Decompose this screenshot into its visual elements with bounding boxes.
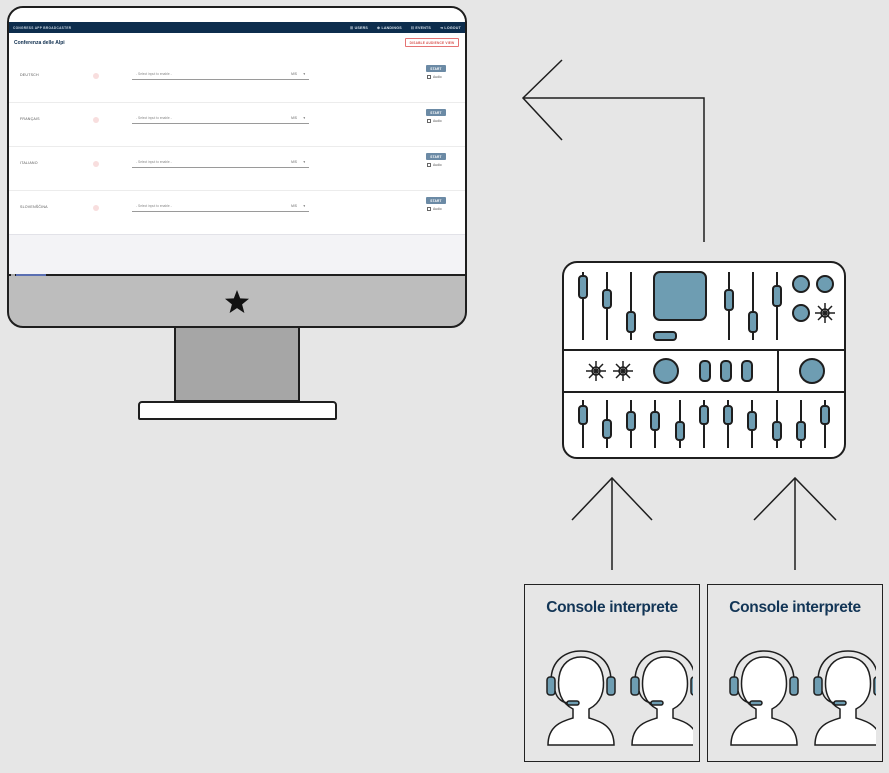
select-placeholder: - Select input to enable -	[136, 204, 172, 208]
select-value: M/S	[291, 116, 297, 120]
select-value: M/S	[291, 160, 297, 164]
monitor-screen: CONGRESS APP BROADCASTER ☰ USERS ⊕ LANDI…	[9, 8, 465, 276]
monitor-base	[138, 401, 337, 420]
status-dot	[93, 73, 99, 79]
chevron-down-icon: ▾	[303, 72, 305, 76]
screen-link	[16, 274, 46, 276]
language-name: SLOVENŠČINA	[20, 205, 48, 209]
status-dot	[93, 161, 99, 167]
start-button[interactable]: START	[426, 153, 446, 160]
nav-users[interactable]: ☰ USERS	[350, 25, 369, 30]
app-nav: ☰ USERS ⊕ LANDINGS ☷ EVENTS ⇥ LOGOUT	[350, 26, 461, 30]
console-box: Console interprete	[707, 584, 883, 762]
console-box: Console interprete	[524, 584, 700, 762]
arrow-icon	[521, 59, 705, 242]
audio-checkbox[interactable]	[427, 119, 431, 123]
language-row: ITALIANO - Select input to enable - M/S …	[9, 146, 465, 191]
language-name: DEUTSCH	[20, 73, 39, 77]
console-title: Console interprete	[729, 599, 861, 616]
screen-footer	[9, 234, 465, 274]
chevron-down-icon: ▾	[303, 116, 305, 120]
monitor-neck	[174, 328, 300, 402]
start-button[interactable]: START	[426, 65, 446, 72]
language-name: ITALIANO	[20, 161, 38, 165]
select-placeholder: - Select input to enable -	[136, 160, 172, 164]
arrow-icon	[753, 476, 837, 570]
input-select[interactable]: - Select input to enable - M/S ▾	[132, 115, 309, 124]
input-select[interactable]: - Select input to enable - M/S ▾	[132, 203, 309, 212]
language-name: FRANÇAIS	[20, 117, 40, 121]
status-dot	[93, 117, 99, 123]
screen-link-marker	[11, 274, 15, 276]
headset-person-icon	[546, 650, 693, 746]
app-header: CONGRESS APP BROADCASTER ☰ USERS ⊕ LANDI…	[9, 22, 465, 33]
arrow-icon	[571, 476, 653, 570]
input-select[interactable]: - Select input to enable - M/S ▾	[132, 159, 309, 168]
audio-label: Audio	[433, 163, 442, 167]
start-button[interactable]: START	[426, 197, 446, 204]
conference-title: Conferenza delle Alpi	[14, 40, 65, 46]
audio-checkbox[interactable]	[427, 163, 431, 167]
start-button[interactable]: START	[426, 109, 446, 116]
select-placeholder: - Select input to enable -	[136, 72, 172, 76]
audio-checkbox[interactable]	[427, 207, 431, 211]
nav-events[interactable]: ☷ EVENTS	[410, 25, 432, 30]
nav-landings[interactable]: ⊕ LANDINGS	[377, 25, 402, 30]
select-placeholder: - Select input to enable -	[136, 116, 172, 120]
app-name: CONGRESS APP BROADCASTER	[13, 25, 72, 30]
select-value: M/S	[291, 72, 297, 76]
mixer-icon	[562, 261, 846, 459]
chevron-down-icon: ▾	[303, 160, 305, 164]
console-title: Console interprete	[546, 599, 678, 616]
disable-audience-button[interactable]: DISABLE AUDIENCE VIEW	[405, 38, 459, 47]
language-row: DEUTSCH - Select input to enable - M/S ▾…	[9, 58, 465, 103]
select-value: M/S	[291, 204, 297, 208]
headset-person-icon	[729, 650, 876, 746]
audio-label: Audio	[433, 119, 442, 123]
language-row: FRANÇAIS - Select input to enable - M/S …	[9, 102, 465, 147]
audio-label: Audio	[433, 75, 442, 79]
status-dot	[93, 205, 99, 211]
star-icon	[225, 290, 249, 313]
audio-label: Audio	[433, 207, 442, 211]
chevron-down-icon: ▾	[303, 204, 305, 208]
monitor: CONGRESS APP BROADCASTER ☰ USERS ⊕ LANDI…	[7, 6, 467, 328]
nav-logout[interactable]: ⇥ LOGOUT	[440, 25, 461, 30]
input-select[interactable]: - Select input to enable - M/S ▾	[132, 71, 309, 80]
audio-checkbox[interactable]	[427, 75, 431, 79]
